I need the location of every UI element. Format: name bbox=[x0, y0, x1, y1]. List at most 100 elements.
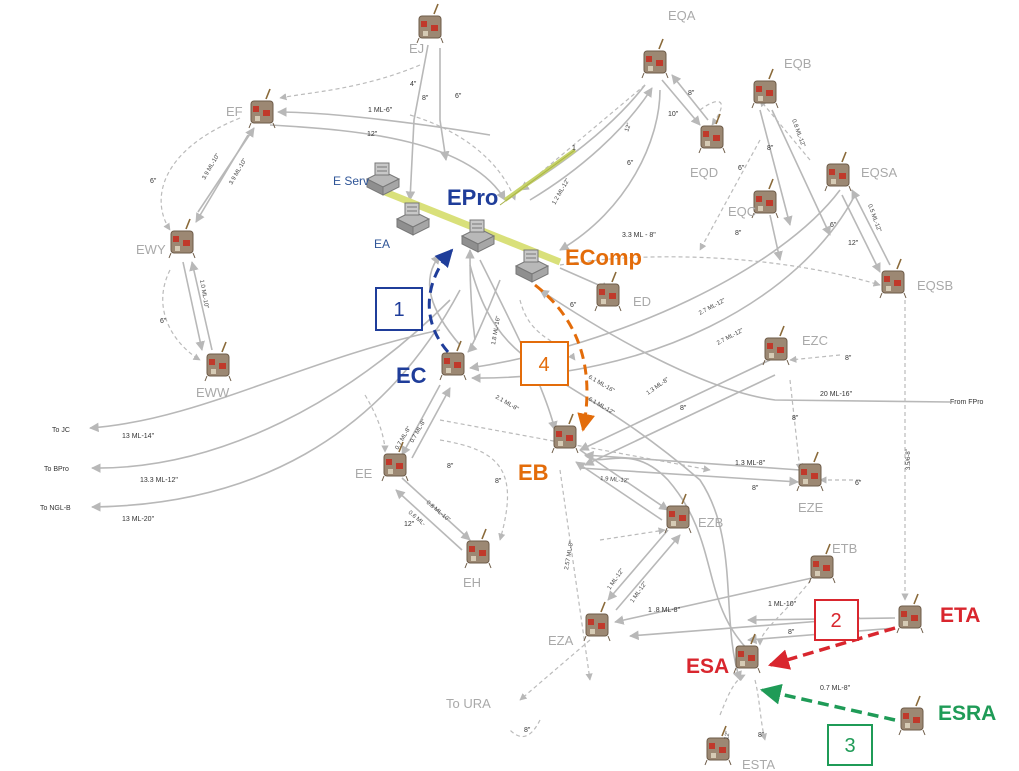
node-label-etb: ETB bbox=[832, 541, 857, 556]
tank-icon bbox=[641, 38, 669, 79]
tank-icon bbox=[551, 413, 579, 454]
edge-label: 1.2 ML-12" bbox=[552, 178, 572, 206]
red-flow-arrow bbox=[767, 626, 896, 670]
edge-label: 8" bbox=[845, 355, 852, 362]
edge-label: 3.5/6-8" bbox=[906, 449, 912, 470]
edge-label: 2.7 ML-12" bbox=[716, 328, 745, 347]
edge-label: 0.7 ML-8" bbox=[410, 419, 428, 444]
edge-label: 13 ML-14" bbox=[122, 433, 155, 440]
edge-label: 8" bbox=[758, 732, 765, 739]
marker-4-label: 4 bbox=[538, 354, 549, 376]
node-label-eze: EZE bbox=[798, 500, 824, 515]
tank-icon bbox=[583, 601, 611, 642]
pipe-layer bbox=[89, 44, 951, 681]
node-label-esta: ESTA bbox=[742, 757, 775, 771]
edge-label: 6" bbox=[455, 93, 462, 100]
node-label-eh: EH bbox=[463, 575, 481, 590]
node-label-eza: EZA bbox=[548, 633, 574, 648]
edge-label: 1 bbox=[572, 145, 576, 152]
node-label-eqd: EQD bbox=[690, 165, 718, 180]
tank-icon bbox=[594, 271, 622, 312]
node-label-ec: EC bbox=[396, 363, 427, 388]
edge-label: 13 ML-20" bbox=[122, 516, 155, 523]
node-label-eww: EWW bbox=[196, 385, 230, 400]
edge-label: 0.7 ML-8" bbox=[395, 426, 413, 451]
edge-label: 6" bbox=[855, 480, 862, 487]
tank-icon bbox=[248, 88, 276, 129]
edge-label: 8" bbox=[792, 415, 799, 422]
edge-label: 20 ML-16" bbox=[820, 391, 853, 398]
edge-label: 1 ML-12" bbox=[607, 568, 626, 591]
external-to-ura: To URA bbox=[446, 696, 491, 711]
marker-box-4: 4 bbox=[520, 341, 569, 386]
orange-flow-arrow bbox=[534, 283, 595, 432]
tank-icon bbox=[762, 325, 790, 366]
edge-label: 12" bbox=[404, 521, 415, 528]
edge-label: 12" bbox=[367, 131, 378, 138]
edge-label: 1 .8 ML-8" bbox=[648, 607, 681, 614]
edge-label: 0.7 ML-8" bbox=[820, 685, 851, 692]
marker-box-1: 1 bbox=[375, 287, 423, 331]
node-label-ef: EF bbox=[226, 104, 243, 119]
node-label-eqsb: EQSB bbox=[917, 278, 953, 293]
edge-label: 8" bbox=[680, 405, 687, 412]
tank-icon bbox=[896, 593, 924, 634]
external-to-bpro: To BPro bbox=[44, 466, 69, 473]
node-label-eqc: EQC bbox=[728, 204, 756, 219]
edge-label: 8" bbox=[752, 485, 759, 492]
edge-label: 8" bbox=[735, 230, 742, 237]
edge-label: 0.5 ML-12" bbox=[866, 204, 882, 233]
edge-label: 8" bbox=[495, 478, 502, 485]
tank-icon bbox=[204, 341, 232, 382]
edge-label: 6.1 ML-16" bbox=[587, 375, 615, 395]
tank-icon bbox=[898, 695, 926, 736]
marker-box-2: 2 bbox=[814, 599, 859, 641]
edge-label: 6" bbox=[830, 222, 837, 229]
node-label-ej: EJ bbox=[409, 41, 424, 56]
tank-icon bbox=[879, 258, 907, 299]
edge-label: 1.3 ML-8" bbox=[646, 377, 671, 397]
node-label-ea: EA bbox=[374, 237, 390, 251]
marker-box-3: 3 bbox=[827, 724, 873, 766]
edge-label: 3.9 ML-10" bbox=[202, 153, 222, 181]
building-icon bbox=[366, 162, 400, 196]
tank-icon bbox=[796, 451, 824, 492]
node-label-ezc: EZC bbox=[802, 333, 828, 348]
node-label-eqsa: EQSA bbox=[861, 165, 897, 180]
edge-label: 8" bbox=[524, 727, 531, 734]
node-label-ewy: EWY bbox=[136, 242, 166, 257]
marker-2-label: 2 bbox=[830, 610, 841, 632]
node-label-esra: ESRA bbox=[938, 702, 996, 725]
edge-label: 8" bbox=[688, 90, 695, 97]
edge-label: 6" bbox=[150, 178, 157, 185]
edge-label: 6" bbox=[160, 318, 167, 325]
node-label-esa: ESA bbox=[686, 655, 729, 678]
blue-flow-arrow bbox=[427, 248, 454, 353]
node-label-eta: ETA bbox=[940, 604, 980, 627]
edge-label: 2.7 ML-12" bbox=[698, 298, 727, 317]
edge-label: 1.8 ML-16" bbox=[491, 316, 502, 346]
node-label-eqb: EQB bbox=[784, 56, 811, 71]
edge-label: 8" bbox=[447, 463, 454, 470]
edge-label: 12" bbox=[724, 731, 731, 741]
node-labels: EJ EQA EQB EF EQD E Serv EPro EQSA EQC E… bbox=[136, 8, 996, 771]
edge-label: 2.57 ML-8" bbox=[564, 541, 575, 571]
external-from-fpro: From FPro bbox=[950, 399, 984, 406]
tank-icon bbox=[751, 68, 779, 109]
tank-icon bbox=[416, 3, 444, 44]
edge-label: 8" bbox=[767, 145, 774, 152]
edge-label: 8" bbox=[422, 95, 429, 102]
edge-label: 3.3 ML - 8" bbox=[622, 232, 656, 239]
edge-label: 1.0 ML-10" bbox=[198, 279, 209, 309]
node-label-ed: ED bbox=[633, 294, 651, 309]
tank-icon bbox=[824, 151, 852, 192]
edge-label: 12" bbox=[624, 122, 633, 132]
tank-icon bbox=[168, 218, 196, 259]
external-labels: To JC To BPro To NGL-B To URA From FPro bbox=[40, 399, 984, 711]
node-label-eserv: E Serv bbox=[333, 174, 369, 188]
external-to-jc: To JC bbox=[52, 427, 70, 434]
tank-icon bbox=[698, 113, 726, 154]
marker-1-label: 1 bbox=[393, 299, 404, 321]
node-label-ezb: EZB bbox=[698, 515, 723, 530]
